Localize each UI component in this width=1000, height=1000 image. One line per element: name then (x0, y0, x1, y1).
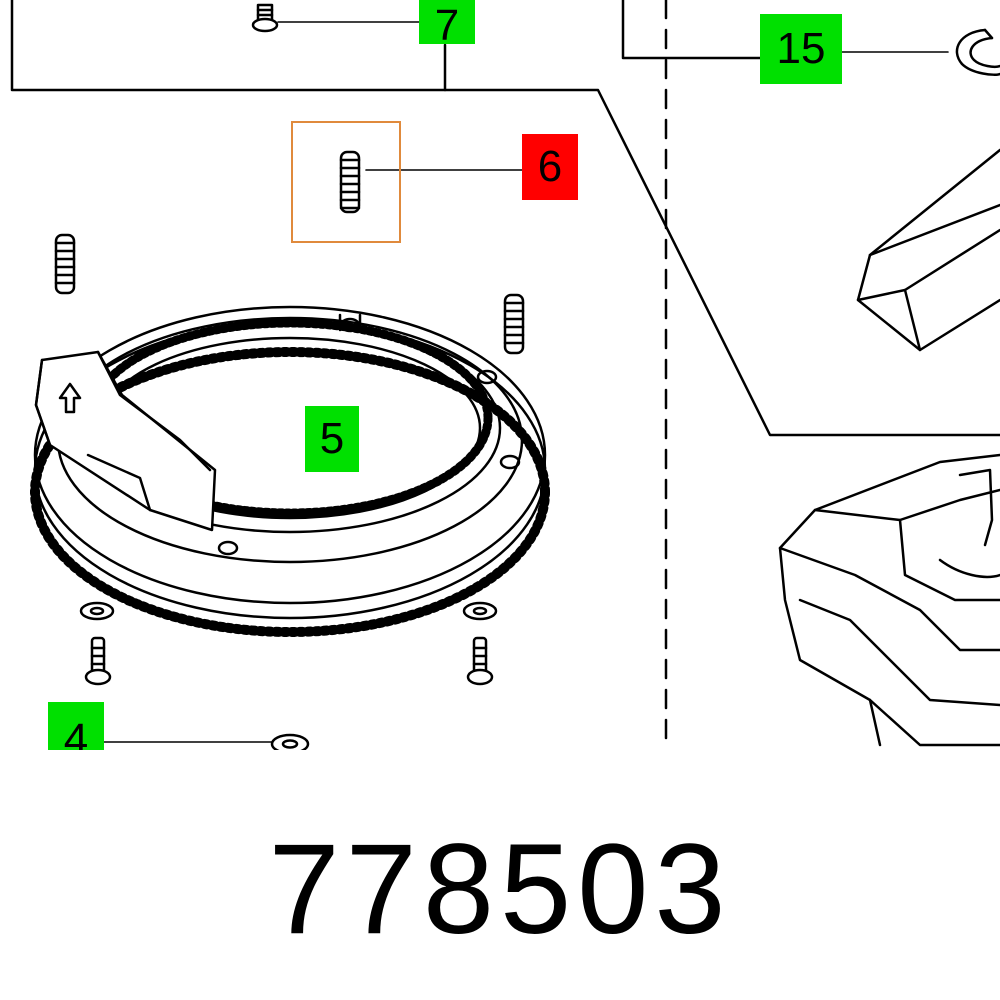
screw-right (466, 636, 494, 686)
washer-bottom (270, 733, 310, 750)
spring-right (503, 293, 525, 355)
toothed-ring-part-5 (30, 305, 550, 637)
assembly-bracket-lines (10, 0, 1000, 437)
handle-part (856, 148, 1000, 352)
callout-7-label: 7 (434, 1, 460, 50)
housing-base (778, 453, 1000, 747)
callout-4: 4 (48, 702, 104, 750)
retaining-ring (955, 28, 1000, 76)
callout-5: 5 (305, 406, 359, 472)
leader-lines (103, 21, 949, 743)
part-number: 778503 (268, 818, 732, 961)
callout-4-label: 4 (63, 715, 89, 751)
spring-part-6 (339, 150, 361, 214)
spring-left (54, 233, 76, 295)
screw-top (251, 3, 279, 33)
highlight-box (291, 121, 401, 243)
screw-left (84, 636, 112, 686)
exploded-parts-diagram (10, 0, 1000, 750)
callout-15: 15 (760, 14, 842, 84)
callout-7: 7 (419, 0, 475, 48)
callout-5-label: 5 (319, 414, 345, 463)
callout-6: 6 (522, 134, 578, 200)
callout-6-label: 6 (537, 142, 563, 191)
washer-right (462, 601, 498, 621)
bottom-panel (0, 750, 1000, 1000)
washer-left (79, 601, 115, 621)
callout-15-label: 15 (776, 24, 826, 73)
